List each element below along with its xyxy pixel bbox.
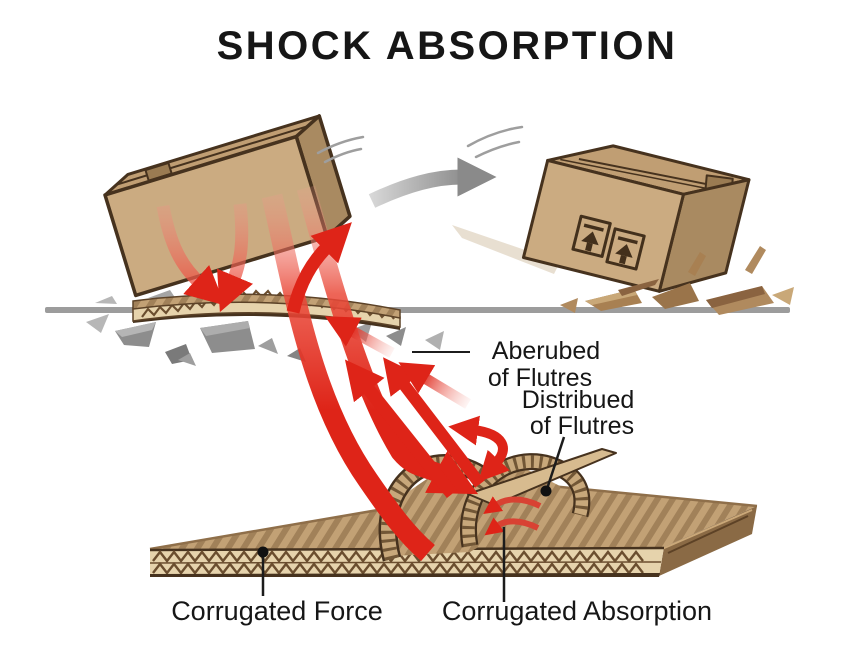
distribution-double-arrow <box>448 415 510 483</box>
motion-arc <box>316 135 365 155</box>
leader-lines <box>257 351 566 602</box>
page-title: SHOCK ABSORPTION <box>217 24 678 68</box>
label-absorbed-line2: of Flutres <box>488 364 592 392</box>
motion-arc <box>474 140 521 159</box>
leader-line-distributed <box>545 436 566 490</box>
motion-arcs <box>316 125 524 164</box>
label-absorbed-line1: Aberubed <box>492 337 600 365</box>
label-corrugated-absorption: Corrugated Absorption <box>442 596 712 626</box>
box-impact-arrow <box>217 203 253 313</box>
rebound-arrow <box>286 222 352 314</box>
fading-up-arrow <box>324 316 395 358</box>
leader-dot-force <box>257 546 269 558</box>
label-distributed-line1: Distribued <box>522 386 635 414</box>
falling-box <box>103 114 352 298</box>
landing-streak <box>452 225 560 274</box>
fading-up-arrow <box>398 362 471 409</box>
leader-dot-distributed <box>540 485 552 497</box>
landing-debris <box>560 246 794 315</box>
protected-box <box>521 144 751 293</box>
protected-box-front-face <box>521 158 686 293</box>
label-distributed-line2: of Flutres <box>530 412 634 440</box>
motion-arc <box>466 125 524 148</box>
curl-flow-arrow <box>484 517 540 536</box>
curl-flow-arrow <box>483 496 542 514</box>
impact-force-arrows <box>156 185 542 561</box>
force-band <box>261 193 435 561</box>
motion-arc <box>323 147 363 164</box>
box-impact-arrow <box>156 204 226 306</box>
this-way-up-icon <box>605 227 646 271</box>
transition-arrow <box>368 157 497 208</box>
absorption-up-arrow <box>344 359 458 499</box>
label-corrugated-force: Corrugated Force <box>171 596 383 626</box>
this-way-up-icon <box>571 214 612 258</box>
